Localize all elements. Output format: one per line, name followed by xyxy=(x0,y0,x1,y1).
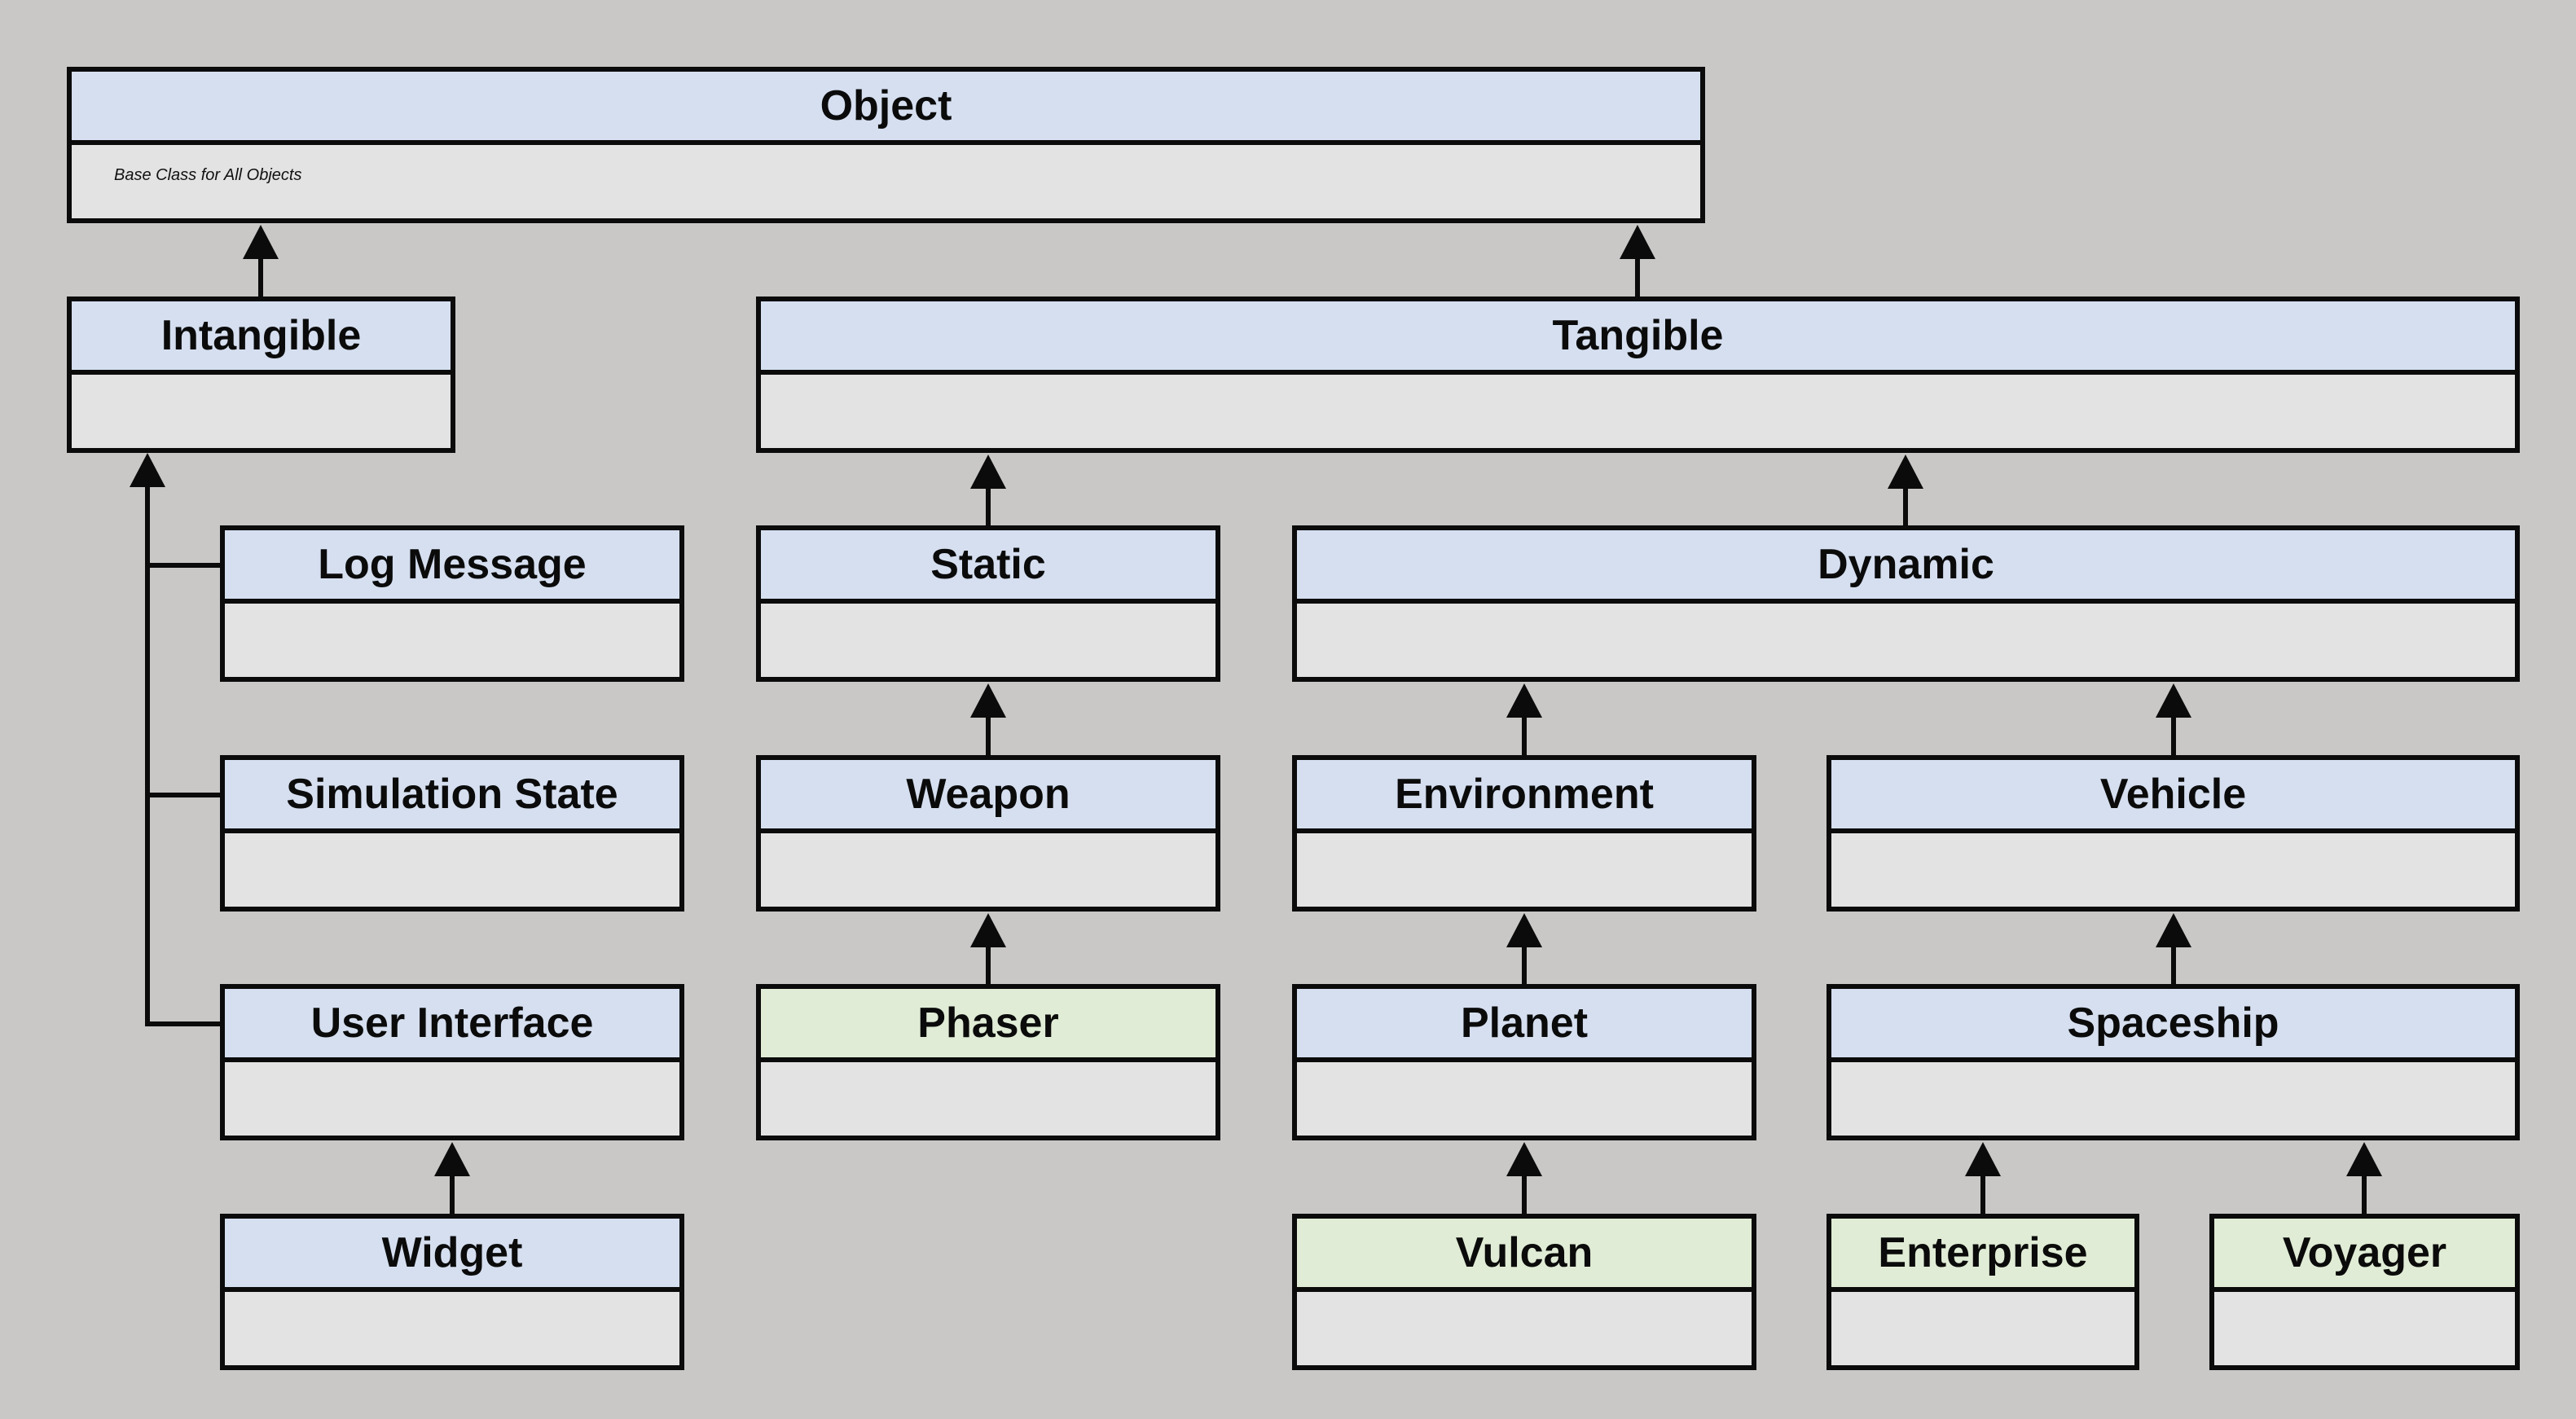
class-body xyxy=(1297,1292,1752,1365)
class-body xyxy=(761,604,1215,677)
class-static: Static xyxy=(756,525,1220,682)
vulcan-to-planet-arrowhead xyxy=(1506,1142,1542,1176)
class-dynamic: Dynamic xyxy=(1292,525,2520,682)
class-widget: Widget xyxy=(220,1214,684,1370)
class-name: Enterprise xyxy=(1831,1219,2134,1292)
class-body xyxy=(1297,1062,1752,1136)
class-object: Object Base Class for All Objects xyxy=(67,67,1705,223)
class-name: Widget xyxy=(225,1219,679,1292)
class-planet: Planet xyxy=(1292,984,1756,1140)
phaser-to-weapon-arrowhead xyxy=(970,913,1006,947)
class-name: Weapon xyxy=(761,760,1215,833)
class-environment: Environment xyxy=(1292,755,1756,912)
weapon-to-static-arrowhead xyxy=(970,683,1006,718)
class-body xyxy=(1831,1292,2134,1365)
class-body xyxy=(1297,604,2515,677)
class-simulation-state: Simulation State xyxy=(220,755,684,912)
intangible-trunk-arrowhead xyxy=(130,453,165,487)
class-body xyxy=(761,375,2515,448)
class-body xyxy=(2214,1292,2515,1365)
class-body xyxy=(761,1062,1215,1136)
class-name: Spaceship xyxy=(1831,989,2515,1062)
class-intangible: Intangible xyxy=(67,297,455,453)
planet-to-environment-arrowhead xyxy=(1506,913,1542,947)
class-vehicle: Vehicle xyxy=(1826,755,2520,912)
class-name: Simulation State xyxy=(225,760,679,833)
dynamic-to-tangible-arrowhead xyxy=(1888,455,1923,489)
class-name: Vehicle xyxy=(1831,760,2515,833)
class-log-message: Log Message xyxy=(220,525,684,682)
class-name: Environment xyxy=(1297,760,1752,833)
voyager-to-spaceship-arrowhead xyxy=(2346,1142,2382,1176)
widget-to-user-interface-arrowhead xyxy=(434,1142,470,1176)
intangible-to-object-arrowhead xyxy=(243,225,279,259)
spaceship-to-vehicle-arrowhead xyxy=(2156,913,2191,947)
class-body: Base Class for All Objects xyxy=(72,145,1700,218)
class-spaceship: Spaceship xyxy=(1826,984,2520,1140)
class-body xyxy=(761,833,1215,907)
class-name: Voyager xyxy=(2214,1219,2515,1292)
class-body xyxy=(225,1292,679,1365)
class-vulcan: Vulcan xyxy=(1292,1214,1756,1370)
class-body xyxy=(1831,833,2515,907)
class-body xyxy=(72,375,451,448)
class-name: Phaser xyxy=(761,989,1215,1062)
tangible-to-object-arrowhead xyxy=(1620,225,1655,259)
class-phaser: Phaser xyxy=(756,984,1220,1140)
class-weapon: Weapon xyxy=(756,755,1220,912)
static-to-tangible-arrowhead xyxy=(970,455,1006,489)
class-note: Base Class for All Objects xyxy=(114,166,302,184)
vehicle-to-dynamic-arrowhead xyxy=(2156,683,2191,718)
enterprise-to-spaceship-arrowhead xyxy=(1965,1142,2001,1176)
class-enterprise: Enterprise xyxy=(1826,1214,2139,1370)
class-name: Static xyxy=(761,530,1215,604)
environment-to-dynamic-arrowhead xyxy=(1506,683,1542,718)
class-name: Tangible xyxy=(761,301,2515,375)
class-body xyxy=(225,833,679,907)
class-voyager: Voyager xyxy=(2209,1214,2520,1370)
class-body xyxy=(225,604,679,677)
class-body xyxy=(225,1062,679,1136)
class-name: Vulcan xyxy=(1297,1219,1752,1292)
class-name: User Interface xyxy=(225,989,679,1062)
class-name: Object xyxy=(72,72,1700,145)
class-name: Dynamic xyxy=(1297,530,2515,604)
class-name: Planet xyxy=(1297,989,1752,1062)
class-body xyxy=(1831,1062,2515,1136)
class-name: Intangible xyxy=(72,301,451,375)
class-name: Log Message xyxy=(225,530,679,604)
class-tangible: Tangible xyxy=(756,297,2520,453)
class-user-interface: User Interface xyxy=(220,984,684,1140)
class-body xyxy=(1297,833,1752,907)
